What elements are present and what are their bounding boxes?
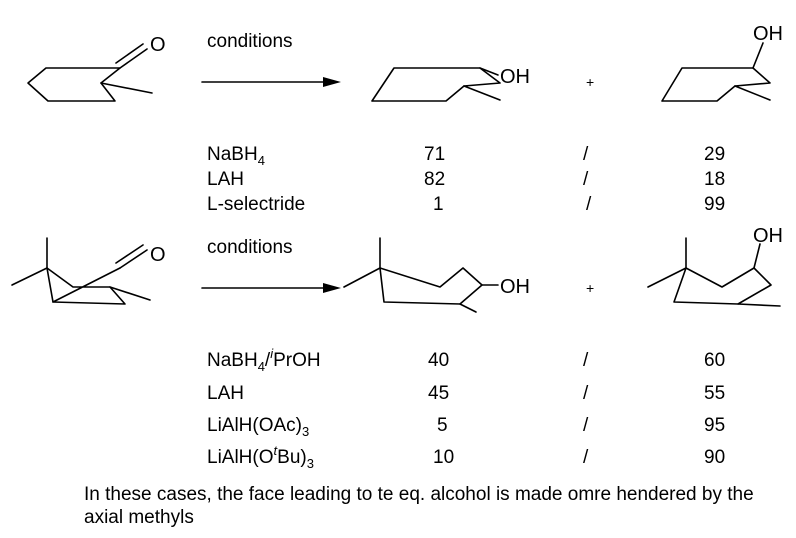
product2a-methyl-bond: [459, 303, 477, 313]
ketone1-methyl-bond: [100, 82, 153, 94]
ketone1-oxygen-label: O: [150, 34, 166, 56]
table2-row2-reagent: LAH: [207, 383, 244, 404]
reaction1-plus: +: [586, 74, 594, 90]
table1-row2-sep: /: [583, 169, 589, 190]
ketone2-left-bond: [11, 267, 48, 286]
table1-row3-sep: /: [586, 194, 592, 215]
ketone2-ring: [46, 267, 126, 305]
table1-row3-ratio1: 1: [433, 194, 444, 215]
table1-row3-reagent: L-selectride: [207, 194, 305, 215]
reaction1-arrow: [201, 77, 341, 87]
product1a-methyl-bond: [463, 85, 501, 101]
table2-row2-ratio1: 45: [428, 383, 449, 404]
explanation-note: In these cases, the face leading to te e…: [84, 484, 754, 528]
table1-row2-reagent: LAH: [207, 169, 244, 190]
product2a-oh-label: OH: [500, 276, 530, 298]
table2-row4-ratio2: 90: [704, 447, 725, 468]
ketone1-carbonyl-bond-b: [115, 43, 144, 64]
table1-row2-ratio2: 18: [704, 169, 725, 190]
product2b-oh-bond: [753, 243, 761, 269]
reaction2-plus: +: [586, 280, 594, 296]
reaction1-product-axial: OH: [661, 23, 783, 102]
ketone2-carbonyl-bond-a: [119, 249, 148, 269]
table1-row3-ratio2: 99: [704, 194, 725, 215]
reaction1-conditions-label: conditions: [207, 31, 293, 52]
table2-row3-sep: /: [583, 415, 589, 436]
product1b-oh-label: OH: [753, 23, 783, 45]
reaction2-conditions-label: conditions: [207, 237, 293, 258]
reaction1-product-equatorial: OH: [371, 66, 530, 102]
table2-row4-ratio1: 10: [433, 447, 454, 468]
reaction2-table: NaBH4/iPrOH 40 / 60 LAH 45 / 55 LiAlH(OA…: [207, 346, 725, 471]
ketone2-carbonyl-bond-b: [115, 244, 144, 264]
table2-row1-ratio1: 40: [428, 350, 449, 371]
product1a-oh-label: OH: [500, 66, 530, 88]
reaction2-product-axial: OH: [647, 225, 783, 307]
reaction2-arrow: [201, 283, 341, 293]
ketone2-methyl-bond: [109, 286, 151, 301]
table1-row1-sep: /: [583, 144, 589, 165]
table2-row1-ratio2: 60: [704, 350, 725, 371]
table2-row2-sep: /: [583, 383, 589, 404]
table1-row2-ratio1: 82: [424, 169, 445, 190]
table2-row3-ratio2: 95: [704, 415, 725, 436]
product1b-ring: [661, 67, 771, 102]
table2-row4-reagent: LiAlH(OtBu)3: [207, 443, 314, 471]
reaction2-product-equatorial: OH: [343, 237, 530, 313]
table2-row3-reagent: LiAlH(OAc)3: [207, 415, 309, 439]
product1b-oh-bond: [752, 42, 764, 69]
ketone2-back-bond: [46, 267, 54, 303]
reaction1-table: NaBH4 71 / 29 LAH 82 / 18 L-selectride 1…: [207, 144, 725, 215]
product2a-ring: [343, 267, 483, 305]
product1a-oh-bond: [479, 67, 499, 76]
table1-row1-ratio1: 71: [424, 144, 445, 165]
product2b-oh-label: OH: [753, 225, 783, 247]
table2-row1-reagent: NaBH4/iPrOH: [207, 346, 321, 374]
table2-row1-sep: /: [583, 350, 589, 371]
table1-row1-ratio2: 29: [704, 144, 725, 165]
product2b-ring: [647, 267, 772, 305]
product1b-methyl-bond: [734, 85, 771, 101]
reaction2-ketone: O: [11, 237, 166, 305]
table1-row1-reagent: NaBH4: [207, 144, 265, 168]
product2b-methyl-bond: [737, 303, 781, 307]
table2-row2-ratio2: 55: [704, 383, 725, 404]
ketone1-carbonyl-bond-a: [119, 48, 148, 69]
table2-row4-sep: /: [583, 447, 589, 468]
reaction1-ketone: O: [27, 34, 166, 102]
table2-row3-ratio1: 5: [437, 415, 448, 436]
ketone2-oxygen-label: O: [150, 244, 166, 266]
product1a-ring: [371, 67, 501, 102]
